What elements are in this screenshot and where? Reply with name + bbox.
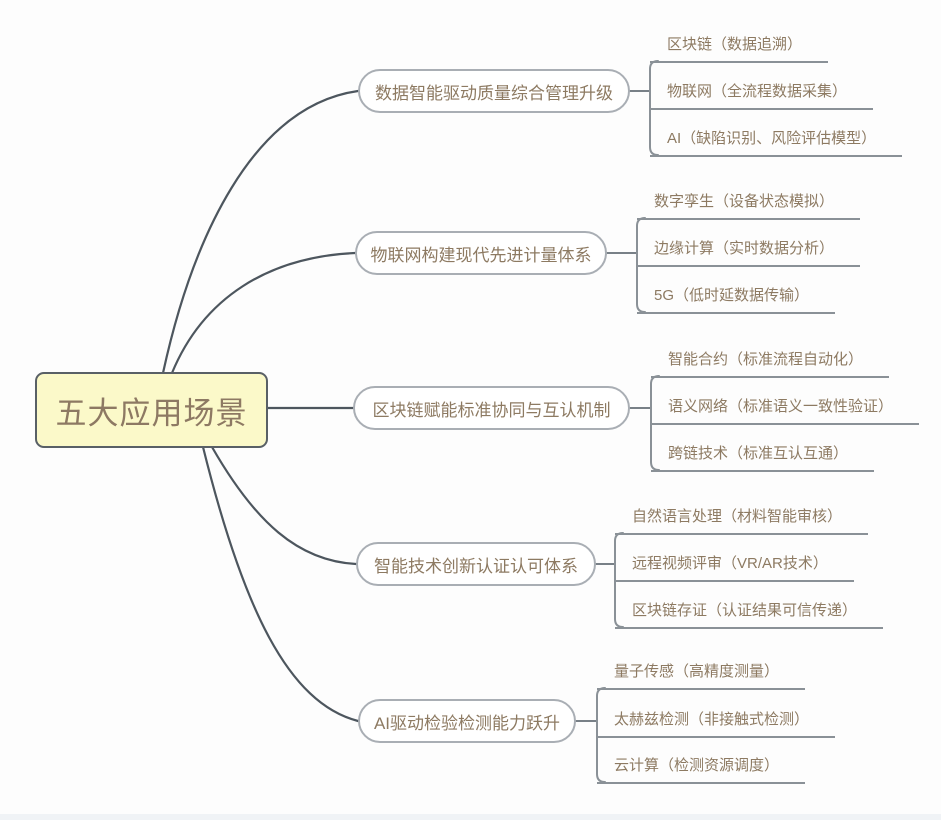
branch-node-data-intelligence[interactable]: 数据智能驱动质量综合管理升级 xyxy=(358,69,630,113)
leaf-node[interactable]: 量子传感（高精度测量） xyxy=(597,661,806,690)
leaf-node[interactable]: 云计算（检测资源调度） xyxy=(597,755,806,784)
branch-node-ai-inspection[interactable]: AI驱动检验检测能力跃升 xyxy=(358,699,576,743)
branch-node-iot-metrology[interactable]: 物联网构建现代先进计量体系 xyxy=(355,231,607,275)
leaf-node[interactable]: 数字孪生（设备状态模拟） xyxy=(637,191,861,220)
leaf-node[interactable]: 智能合约（标准流程自动化） xyxy=(651,349,890,378)
branch-node-blockchain-standards[interactable]: 区块链赋能标准协同与互认机制 xyxy=(353,386,630,430)
leaf-node[interactable]: 远程视频评审（VR/AR技术） xyxy=(615,553,854,582)
bottom-edge-strip xyxy=(0,814,941,820)
branch-node-smart-certification[interactable]: 智能技术创新认证认可体系 xyxy=(356,542,596,586)
leaf-node[interactable]: 太赫兹检测（非接触式检测） xyxy=(597,709,836,738)
leaf-node[interactable]: AI（缺陷识别、风险评估模型） xyxy=(650,128,903,157)
leaf-node[interactable]: 区块链（数据追溯） xyxy=(650,34,829,63)
leaf-node[interactable]: 跨链技术（标准互认互通） xyxy=(651,443,875,472)
leaf-node[interactable]: 5G（低时延数据传输） xyxy=(637,285,836,314)
leaf-node[interactable]: 自然语言处理（材料智能审核） xyxy=(615,506,869,535)
leaf-node[interactable]: 物联网（全流程数据采集） xyxy=(650,81,874,110)
root-node[interactable]: 五大应用场景 xyxy=(35,372,268,448)
leaf-node[interactable]: 语义网络（标准语义一致性验证） xyxy=(651,396,920,425)
leaf-node[interactable]: 区块链存证（认证结果可信传递） xyxy=(615,600,884,629)
leaf-node[interactable]: 边缘计算（实时数据分析） xyxy=(637,238,861,267)
